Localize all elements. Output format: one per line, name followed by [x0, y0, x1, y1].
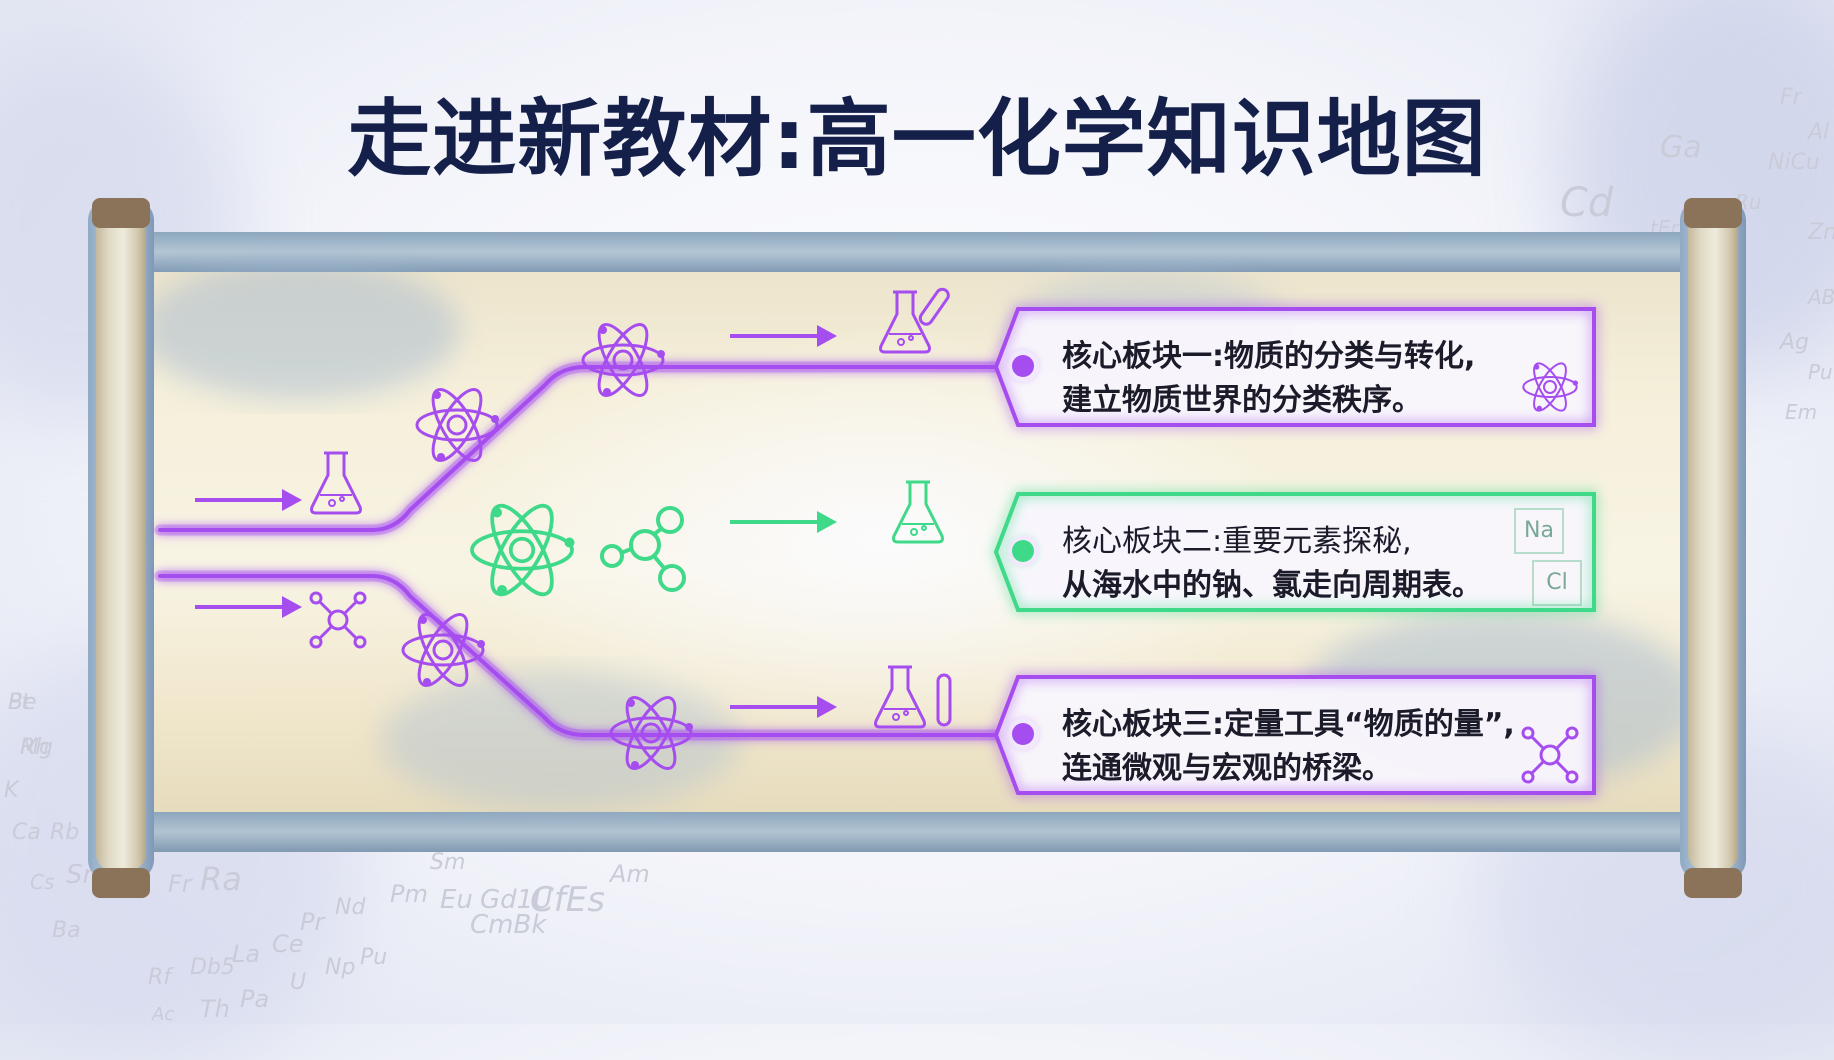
module-1-title: 核心板块一:物质的分类与转化,: [1062, 339, 1476, 374]
background-element-symbol: Ce: [272, 930, 304, 958]
element-tile-na: Na: [1514, 508, 1564, 554]
module-card-2[interactable]: 核心板块二:重要元素探秘, 从海水中的钠、氯走向周期表。 Na Cl: [996, 494, 1594, 610]
atom-icon: [1522, 357, 1579, 417]
background-element-symbol: Pr: [300, 908, 325, 936]
module-3-subtitle: 连通微观与宏观的桥梁。: [1062, 751, 1392, 786]
scroll-roller-right: [1680, 198, 1746, 898]
background-element-symbol: Th: [200, 995, 230, 1023]
background-element-symbol: Cd: [1560, 180, 1614, 226]
test-tube-icon: [936, 673, 952, 727]
flow-arrows: [195, 325, 837, 718]
background-element-symbol: Em: [1785, 400, 1818, 424]
module-3-title: 核心板块三:定量工具“物质的量”,: [1062, 707, 1515, 742]
background-element-symbol: CmBk: [470, 910, 547, 940]
element-tiles-icon: Na Cl: [1514, 508, 1582, 606]
module-3-bullet: [1012, 723, 1034, 745]
background-element-symbol: Ca: [12, 820, 41, 845]
background-element-symbol: Al: [1808, 120, 1830, 145]
module-card-3[interactable]: 核心板块三:定量工具“物质的量”, 连通微观与宏观的桥梁。: [996, 677, 1594, 793]
background-element-symbol: Pu: [360, 945, 388, 970]
background-element-symbol: Eu: [440, 885, 473, 915]
background-element-symbol: Fr: [1780, 85, 1802, 110]
module-2-bullet: [1012, 540, 1034, 562]
background-element-symbol: Am: [610, 860, 650, 888]
molecule-icon: [1521, 726, 1579, 784]
background-element-symbol: Pm: [390, 880, 428, 908]
background-element-symbol: Rb: [50, 820, 80, 845]
molecule-icon: [600, 506, 686, 592]
background-element-symbol: Rh: [20, 735, 50, 760]
background-element-symbol: Pu: [1808, 360, 1833, 384]
background-element-symbol: Cs: [30, 870, 55, 894]
background-element-symbol: Gd1U: [480, 885, 553, 915]
background-element-symbol: Pa: [240, 985, 270, 1013]
background-element-symbol: Nd: [335, 895, 366, 920]
background-element-symbol: U: [290, 970, 307, 995]
background-element-symbol: La: [232, 940, 261, 968]
background-element-symbol: Mg: [20, 735, 53, 760]
module-2-subtitle: 从海水中的钠、氯走向周期表。: [1062, 568, 1482, 603]
element-tile-cl: Cl: [1532, 560, 1582, 606]
module-card-1[interactable]: 核心板块一:物质的分类与转化, 建立物质世界的分类秩序。: [996, 309, 1594, 425]
background-element-symbol: Fr: [168, 870, 192, 898]
background-element-symbol: Pt: [8, 690, 30, 715]
background-element-symbol: Np: [325, 955, 356, 980]
background-element-symbol: CfEs: [530, 880, 605, 920]
scroll-roller-left: [88, 198, 154, 898]
background-element-symbol: Rf: [148, 965, 172, 990]
background-element-symbol: Sm: [430, 850, 466, 875]
module-2-title: 核心板块二:重要元素探秘,: [1062, 524, 1412, 559]
background-element-symbol: AB: [1808, 285, 1834, 309]
background-element-symbol: Be: [8, 690, 37, 715]
background-element-symbol: Ac: [152, 1004, 175, 1025]
background-element-symbol: Zn: [1808, 220, 1834, 245]
path-decorations: [309, 287, 952, 777]
module-1-subtitle: 建立物质世界的分类秩序。: [1062, 383, 1422, 418]
background-element-symbol: Ba: [52, 918, 81, 943]
module-1-bullet: [1012, 355, 1034, 377]
page-title: 走进新教材:高一化学知识地图: [347, 90, 1487, 188]
background-element-symbol: Db5: [190, 955, 235, 980]
test-tube-icon: [918, 287, 950, 326]
background-element-symbol: NiCu: [1768, 150, 1820, 175]
background-element-symbol: Ag: [1780, 330, 1810, 355]
background-element-symbol: Ra: [200, 860, 242, 898]
background-element-symbol: K: [4, 778, 19, 803]
background-element-symbol: Ga: [1660, 130, 1702, 165]
